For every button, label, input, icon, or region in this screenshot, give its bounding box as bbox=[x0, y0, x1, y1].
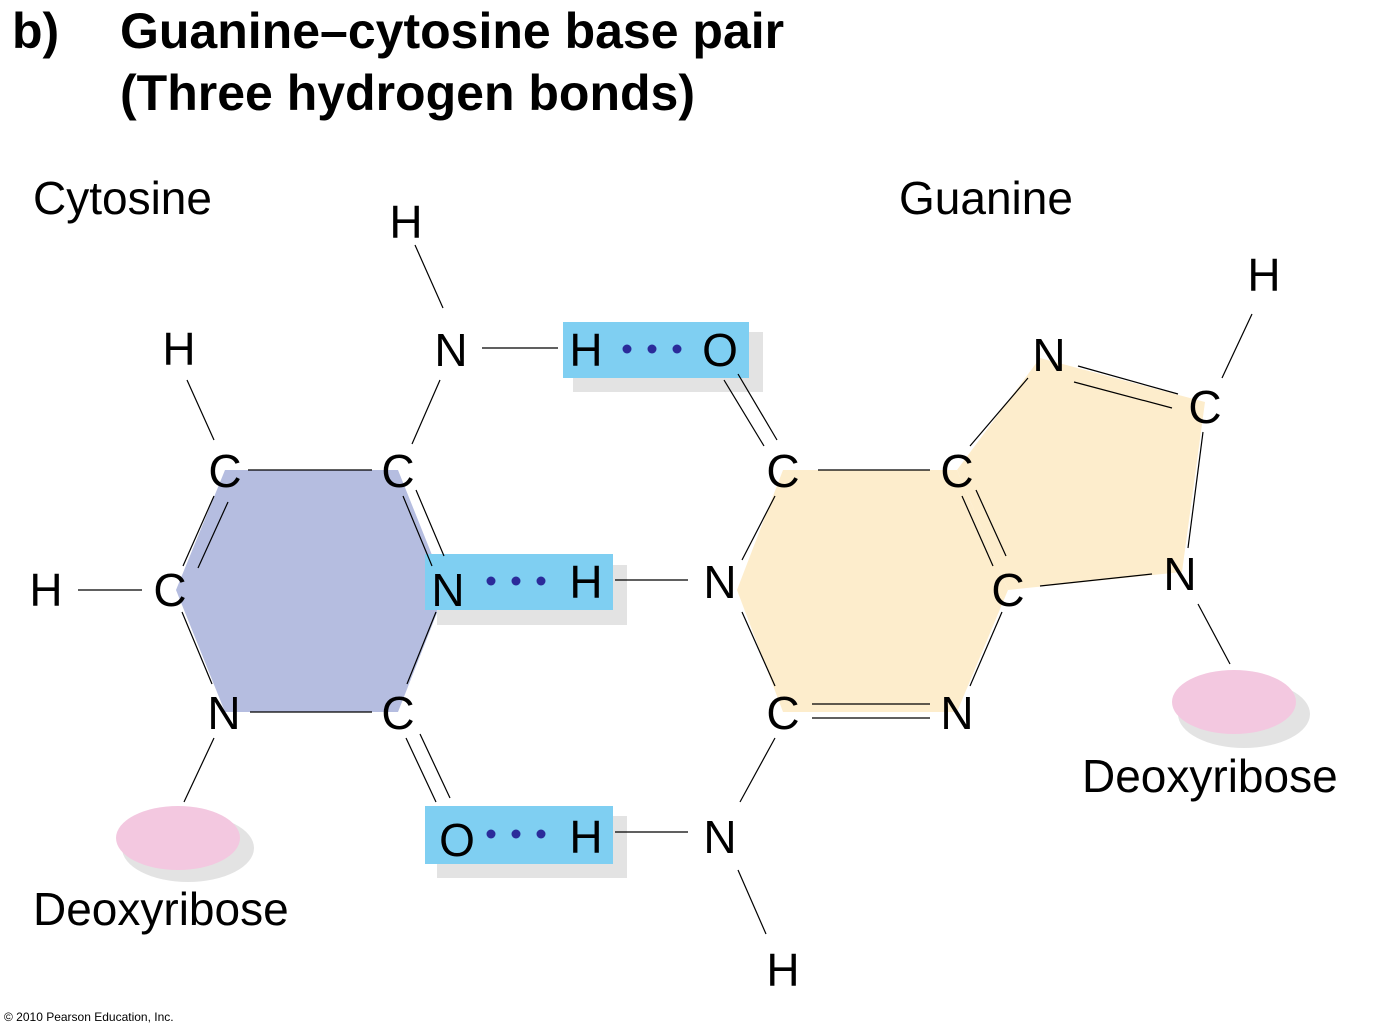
guanine-sugar bbox=[1172, 670, 1296, 734]
guanine-c8-h: H bbox=[1247, 249, 1280, 301]
cytosine-amino-h: H bbox=[389, 196, 422, 248]
guanine-c4: C bbox=[991, 564, 1024, 616]
guanine-n2: N bbox=[703, 811, 736, 863]
cytosine-n3: N bbox=[431, 564, 464, 616]
diagram-subtitle: (Three hydrogen bonds) bbox=[120, 65, 695, 121]
cytosine-c2: C bbox=[381, 687, 414, 739]
cytosine-sugar-label: Deoxyribose bbox=[33, 883, 289, 935]
cytosine-label: Cytosine bbox=[33, 172, 212, 224]
cytosine-c5-h: H bbox=[29, 564, 62, 616]
guanine-c8: C bbox=[1188, 381, 1221, 433]
guanine-n2-bottom-h: H bbox=[766, 944, 799, 996]
cytosine-c6: C bbox=[208, 445, 241, 497]
cytosine-o2: O bbox=[439, 814, 475, 866]
guanine-label: Guanine bbox=[899, 172, 1073, 224]
guanine-n3: N bbox=[940, 687, 973, 739]
cytosine-bonds bbox=[78, 244, 558, 803]
guanine-n1-h: H bbox=[569, 556, 602, 608]
cytosine-c4: C bbox=[381, 445, 414, 497]
guanine-n9: N bbox=[1163, 548, 1196, 600]
hbond-top-h: H bbox=[569, 324, 602, 376]
cytosine-amino-n: N bbox=[434, 324, 467, 376]
cytosine-n1: N bbox=[207, 687, 240, 739]
guanine-c6: C bbox=[766, 445, 799, 497]
guanine-five-ring bbox=[957, 358, 1205, 590]
guanine-six-ring bbox=[737, 470, 1008, 712]
cytosine-ring bbox=[176, 470, 446, 712]
guanine-c5: C bbox=[940, 445, 973, 497]
guanine-o6: O bbox=[702, 324, 738, 376]
guanine-c2: C bbox=[766, 687, 799, 739]
guanine-n1: N bbox=[703, 556, 736, 608]
guanine-n7: N bbox=[1032, 329, 1065, 381]
hbond-dots bbox=[486, 344, 682, 839]
guanine-n2-h: H bbox=[569, 811, 602, 863]
copyright-notice: © 2010 Pearson Education, Inc. bbox=[4, 1010, 174, 1024]
guanine-bonds bbox=[615, 313, 1253, 935]
part-label: b) bbox=[12, 3, 60, 59]
cytosine-c6-h: H bbox=[162, 323, 195, 375]
cytosine-c5: C bbox=[153, 564, 186, 616]
guanine-sugar-label: Deoxyribose bbox=[1082, 750, 1338, 802]
diagram-title: Guanine–cytosine base pair bbox=[120, 3, 785, 59]
cytosine-sugar bbox=[116, 806, 240, 870]
